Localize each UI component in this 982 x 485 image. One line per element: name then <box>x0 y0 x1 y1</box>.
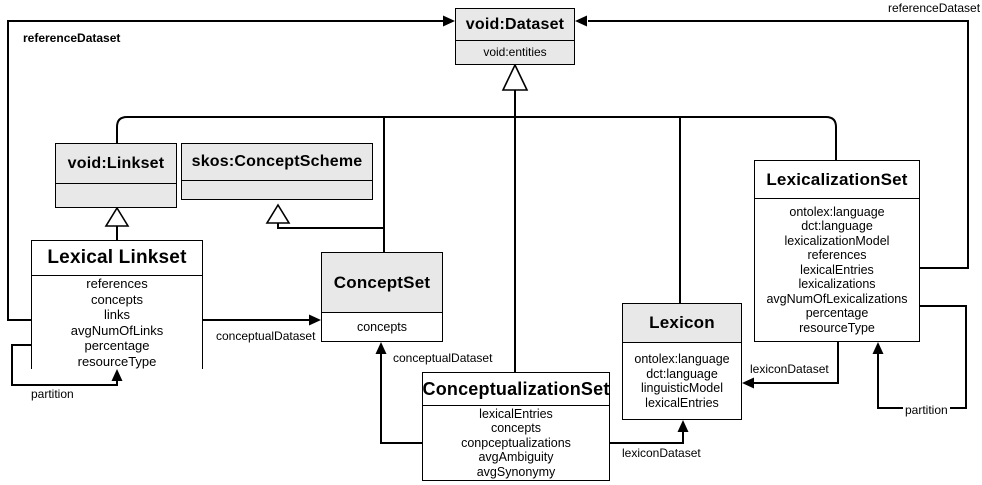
edge-label-reference-dataset-right: referenceDataset <box>886 1 982 15</box>
class-attribute: avgNumOfLexicalizations <box>766 291 908 306</box>
class-attributes <box>182 181 372 199</box>
class-attribute: lexicalEntries <box>479 406 553 421</box>
class-attribute: concepts <box>490 421 542 436</box>
arrowhead-conceptual-dataset-left-icon <box>309 314 321 326</box>
edge-partition-right <box>877 305 967 409</box>
class-attribute: concepts <box>356 319 408 334</box>
class-attribute: references <box>807 248 867 263</box>
edge-lexicon-dataset-right <box>754 342 839 384</box>
edge-label-conceptual-dataset-left: conceptualDataset <box>214 329 318 343</box>
edge-conceptual-dataset-center <box>380 354 422 444</box>
class-attribute: avgSynonymy <box>476 464 556 479</box>
class-attributes: void:entities <box>456 41 574 64</box>
generalization-triangle-void-dataset-icon <box>501 63 529 91</box>
class-title: void:Linkset <box>56 144 176 184</box>
class-attribute: percentage <box>84 338 150 353</box>
arrowhead-lexicon-dataset-right-icon <box>742 377 754 389</box>
class-attribute: lexicalEntries <box>800 262 874 277</box>
class-title: ConceptualizationSet <box>423 373 609 406</box>
class-attribute: linguisticModel <box>641 381 723 395</box>
arrowhead-reference-dataset-left-icon <box>443 15 455 27</box>
edge-label-lexicon-dataset-bottom: lexiconDataset <box>620 446 703 460</box>
class-attribute: avgAmbiguity <box>478 450 554 465</box>
arrowhead-lexicon-dataset-bottom-icon <box>677 420 689 432</box>
class-title: void:Dataset <box>456 9 574 41</box>
class-attribute: lexicalizationModel <box>784 233 890 248</box>
class-concept-set: ConceptSet concepts <box>321 252 443 342</box>
class-title: Lexical Linkset <box>32 241 202 276</box>
class-attribute: dct:language <box>646 366 718 381</box>
class-attribute: concepts <box>90 291 144 307</box>
edge-label-conceptual-dataset-center: conceptualDataset <box>391 351 495 365</box>
class-void-dataset: void:Dataset void:entities <box>455 8 575 65</box>
class-attribute: ontolex:language <box>634 352 730 366</box>
class-title: Lexicon <box>623 304 741 343</box>
arrowhead-conceptual-dataset-center-icon <box>375 342 387 354</box>
class-attributes <box>56 184 176 207</box>
class-title: LexicalizationSet <box>755 161 919 199</box>
generalization-triangle-void-linkset-icon <box>104 206 130 227</box>
arrowhead-partition-right-icon <box>872 342 884 354</box>
edge-reference-dataset-right <box>588 20 969 269</box>
class-attribute: percentage <box>805 306 869 321</box>
class-attribute: lexicalEntries <box>645 395 719 410</box>
class-void-linkset: void:Linkset <box>55 143 177 208</box>
class-attribute: resourceType <box>799 320 875 335</box>
class-attribute: lexicalizations <box>798 277 876 292</box>
edge-label-lexicon-dataset-right: lexiconDataset <box>748 362 831 376</box>
edge-generalization-rail <box>116 116 837 160</box>
arrowhead-partition-left-icon <box>111 369 123 381</box>
class-attributes: concepts <box>322 313 442 341</box>
class-attribute: links <box>103 307 130 322</box>
class-attribute: dct:language <box>801 219 873 234</box>
edge-label-partition-left: partition <box>29 387 76 401</box>
class-attribute: conpceptualizations <box>461 435 571 450</box>
generalization-triangle-skos-icon <box>265 203 291 224</box>
class-skos-concept-scheme: skos:ConceptScheme <box>181 143 373 200</box>
class-title: skos:ConceptScheme <box>182 144 372 181</box>
class-attribute: void:entities <box>483 45 547 59</box>
edge-reference-dataset-left <box>7 20 443 321</box>
class-attribute: resourceType <box>77 353 157 369</box>
edge-label-reference-dataset-left: referenceDataset <box>21 31 123 45</box>
class-attribute: ontolex:language <box>789 204 885 219</box>
class-title: ConceptSet <box>322 253 442 313</box>
class-attribute: references <box>86 276 148 291</box>
edge-label-partition-right: partition <box>903 403 950 417</box>
edge-partition-left <box>11 344 118 386</box>
arrowhead-reference-dataset-right-icon <box>575 15 587 27</box>
edge-generalization-skos-join <box>277 223 384 229</box>
edge-lexicon-dataset-bottom <box>610 432 684 444</box>
class-attribute: avgNumOfLinks <box>70 322 164 338</box>
